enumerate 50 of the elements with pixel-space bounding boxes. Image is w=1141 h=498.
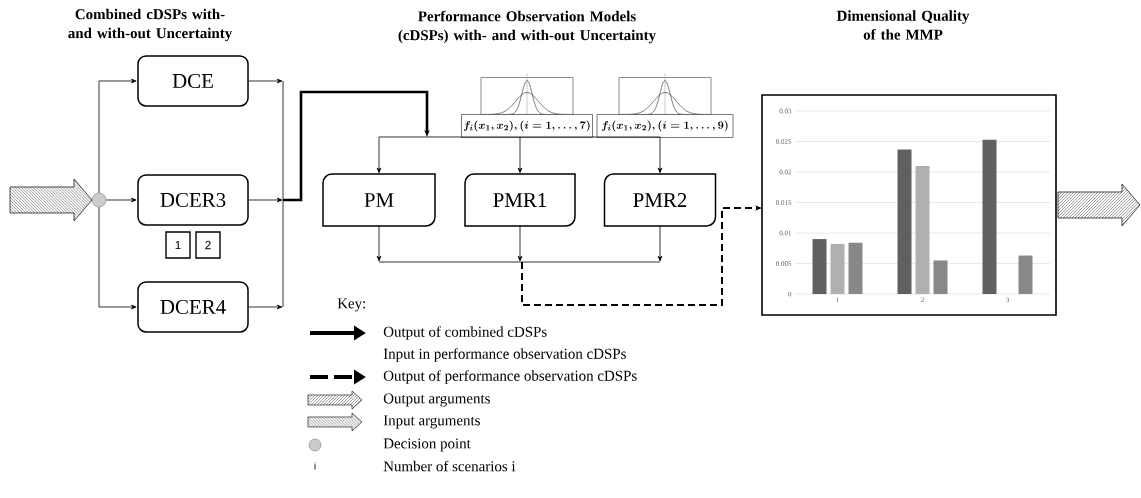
legend-text: Number of scenarios i bbox=[383, 460, 516, 472]
legend-sample: i bbox=[314, 462, 316, 470]
bar bbox=[897, 149, 912, 294]
bar bbox=[812, 239, 827, 294]
model-box: PMR2 bbox=[603, 173, 717, 227]
bar bbox=[915, 165, 930, 294]
legend-text: Input in performance observation cDSPs bbox=[383, 348, 626, 362]
process-box: DCER4 bbox=[137, 281, 249, 333]
arrow bbox=[105, 197, 137, 203]
column-heading: Dimensional Quality of the MMP bbox=[836, 10, 970, 40]
legend-text: Output arguments bbox=[383, 393, 490, 407]
legend-text: Output of combined cDSPs bbox=[383, 326, 547, 340]
input-arrow bbox=[9, 178, 93, 222]
scenario-box: 2 bbox=[195, 231, 221, 259]
bar bbox=[1018, 255, 1033, 294]
arrow bbox=[248, 78, 283, 84]
bar bbox=[848, 242, 863, 294]
bar bbox=[933, 260, 948, 294]
arrow bbox=[517, 225, 523, 262]
model-box: PM bbox=[322, 173, 436, 227]
scenario-box: 1 bbox=[165, 231, 191, 259]
decision-point bbox=[91, 192, 107, 208]
process-box: DCE bbox=[137, 55, 249, 107]
arrow bbox=[376, 136, 382, 174]
arrow bbox=[517, 136, 523, 174]
arrow bbox=[98, 78, 137, 194]
legend-text: Input arguments bbox=[383, 415, 480, 429]
formula-box: $f_{i}(x_{1},x_{2}),(i=1,\ldots,9)$ bbox=[596, 114, 734, 138]
bar bbox=[982, 139, 997, 294]
process-box: DCER3 bbox=[137, 174, 249, 226]
arrow bbox=[98, 206, 137, 310]
model-box: PMR1 bbox=[464, 173, 576, 227]
merge-line bbox=[282, 80, 284, 308]
arrow bbox=[376, 225, 382, 262]
legend-text: Output of performance observation cDSPs bbox=[383, 370, 637, 384]
key-heading: Key: bbox=[337, 298, 366, 312]
arrow bbox=[283, 90, 430, 202]
arrow bbox=[248, 304, 283, 310]
bar bbox=[830, 243, 845, 294]
column-heading: Performance Observation Models (cDSPs) with- and with-out Uncertainty bbox=[398, 10, 656, 44]
bus-line bbox=[378, 261, 661, 263]
arrow bbox=[657, 225, 663, 262]
formula-box: $f_{i}(x_{1},x_{2}),(i=1,\ldots,7)$ bbox=[461, 114, 593, 138]
chart-frame bbox=[761, 94, 1057, 316]
arrow bbox=[248, 197, 283, 203]
column-heading: Combined cDSPs with- and with-out Uncertainty bbox=[68, 8, 233, 42]
bus-line bbox=[378, 136, 661, 138]
output-arrow bbox=[1057, 183, 1141, 227]
arrow bbox=[657, 136, 663, 174]
legend-text: Decision point bbox=[383, 438, 471, 452]
